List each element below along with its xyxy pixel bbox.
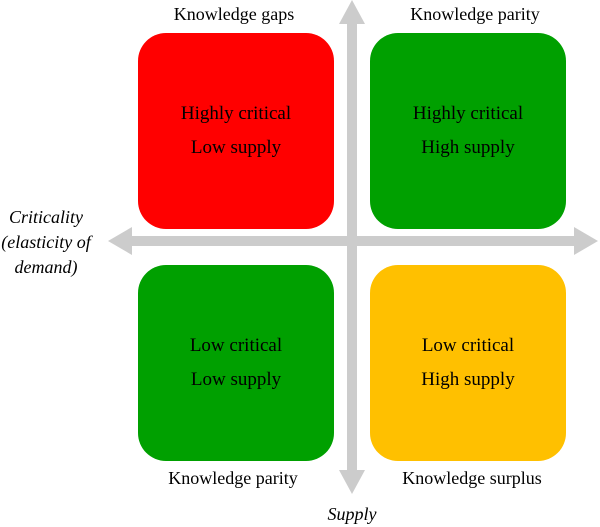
caption-knowledge-gaps: Knowledge gaps bbox=[173, 4, 295, 24]
criticality-label-line-1: Criticality bbox=[9, 207, 83, 227]
criticality-label-line-2: (elasticity of bbox=[1, 232, 91, 252]
criticality-label-line-3: demand) bbox=[14, 257, 78, 277]
quadrant-line-2: Low supply bbox=[190, 137, 282, 158]
vertical-axis-arrow bbox=[339, 0, 365, 494]
quadrant-top-right: Highly critical High supply bbox=[370, 33, 566, 229]
caption-knowledge-surplus: Knowledge surplus bbox=[402, 468, 542, 488]
caption-knowledge-parity-top: Knowledge parity bbox=[410, 4, 540, 24]
supply-axis-label: Supply bbox=[327, 504, 377, 524]
quadrant-line-1: Highly critical bbox=[180, 103, 292, 124]
quadrant-line-1: Highly critical bbox=[412, 103, 524, 124]
quadrant-bottom-right: Low critical High supply bbox=[370, 265, 566, 461]
quadrant-line-2: High supply bbox=[421, 369, 515, 390]
quadrant-line-1: Low critical bbox=[421, 335, 515, 356]
criticality-axis-label: Criticality (elasticity of demand) bbox=[0, 205, 92, 280]
caption-knowledge-parity-bottom: Knowledge parity bbox=[168, 468, 298, 488]
horizontal-axis-arrow bbox=[108, 227, 598, 255]
quadrant-line-2: Low supply bbox=[190, 369, 282, 390]
quadrant-top-left: Highly critical Low supply bbox=[138, 33, 334, 229]
quadrant-line-2: High supply bbox=[421, 137, 515, 158]
quadrant-bottom-left: Low critical Low supply bbox=[138, 265, 334, 461]
quadrant-line-1: Low critical bbox=[189, 335, 283, 356]
